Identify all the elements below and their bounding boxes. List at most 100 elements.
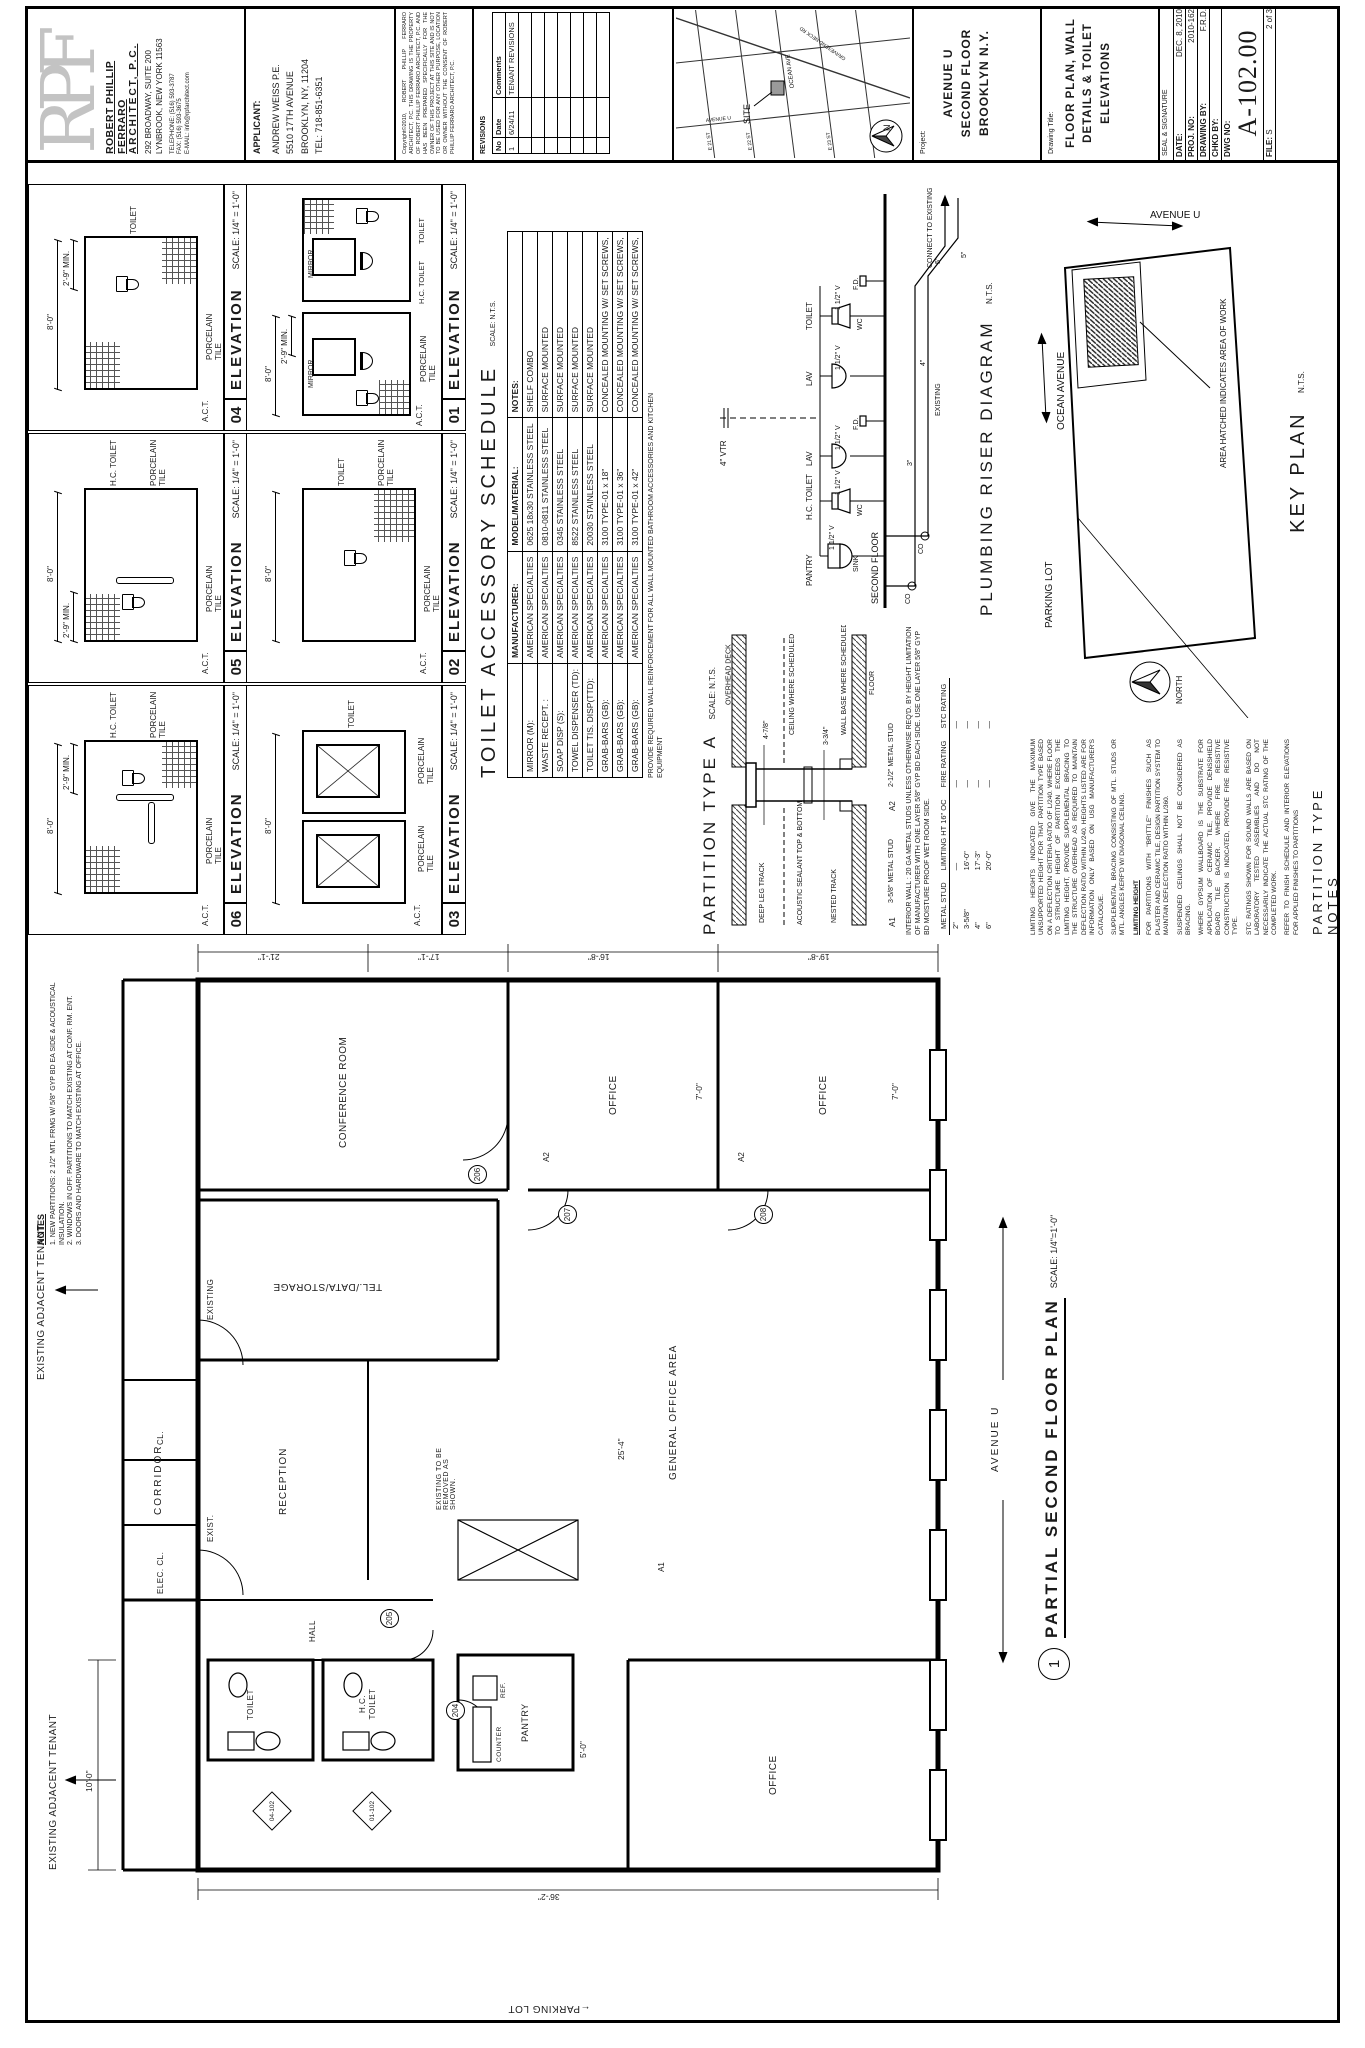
svg-text:4": 4" xyxy=(920,359,927,366)
partition-note-2: SUPPLEMENTAL BRACING CONSISTING OF MTL. … xyxy=(1110,739,1127,935)
svg-text:WALL BASE WHERE SCHEDULED: WALL BASE WHERE SCHEDULED xyxy=(841,625,848,735)
door-tag-208: 208 xyxy=(754,1205,773,1224)
drawnby-label: DRAWING BY: xyxy=(1198,102,1208,157)
elev02-room: TOILET xyxy=(337,458,346,486)
schedule-row: TOWEL DISPENSER (TD):AMERICAN SPECIALTIE… xyxy=(567,231,583,778)
schedule-title: TOILET ACCESSORY SCHEDULE xyxy=(478,364,500,778)
rpf-logo: RPF xyxy=(28,39,112,154)
date-label: DATE: xyxy=(1174,133,1184,157)
svg-text:4-7/8": 4-7/8" xyxy=(763,720,770,739)
partition-note-7: REFER TO FINISH SCHEDULE AND INTERIOR EL… xyxy=(1284,739,1300,935)
architect-addr1: 292 BROADWAY, SUITE 200 xyxy=(144,50,153,154)
avenue-u-label: AVENUE U xyxy=(990,1405,1001,1472)
svg-text:FLOOR: FLOOR xyxy=(869,671,874,695)
elevation-panel-03: 8'-0" A.C.T. PORCELAIN TILE PORCELAIN TI… xyxy=(246,685,466,935)
dim-16-8: 16'-8" xyxy=(588,952,610,962)
file-value: S xyxy=(1264,129,1274,135)
elev06-act: A.C.T. xyxy=(201,904,210,926)
svg-text:F.D.: F.D. xyxy=(853,418,860,431)
key-plan-title: KEY PLAN xyxy=(1287,411,1309,533)
schedule-note: PROVIDE REQUIRED WALL REINFORCEMENT FOR … xyxy=(648,392,664,778)
teldata-label: TEL./DATA/STORAGE xyxy=(273,1281,383,1292)
elevation-panel-04: 8'-0" 2'-9" MIN. A.C.T. PORCELAIN TILE T… xyxy=(28,184,248,431)
elev02-act: A.C.T. xyxy=(419,652,428,674)
col-manufacturer: MANUFACTURER: xyxy=(507,551,523,664)
office2-label: OFFICE xyxy=(608,1075,619,1115)
svg-text:NORTH: NORTH xyxy=(1175,675,1184,704)
removed-note: EXISTING TO BE REMOVED AS SHOWN. xyxy=(436,1447,457,1510)
project-block: Project: AVENUE U SECOND FLOOR BROOKLYN … xyxy=(914,6,1042,160)
copyright-block: Copyright©2010, ROBERT PHILLIP FERRARO A… xyxy=(396,6,474,160)
door-tag-204: 204 xyxy=(446,1701,465,1720)
applicant-block: APPLICANT: ANDREW WEISS P.E. 5510 17TH A… xyxy=(246,6,396,160)
elev01-room2: TOILET xyxy=(417,217,426,244)
svg-text:NESTED TRACK: NESTED TRACK xyxy=(831,869,838,923)
architect-name: ROBERT PHILLIP FERRARO xyxy=(104,60,128,154)
svg-text:3-3/4": 3-3/4" xyxy=(823,726,830,745)
svg-text:AREA HATCHED INDICATES AREA OF: AREA HATCHED INDICATES AREA OF WORK xyxy=(1219,298,1228,468)
elev04-tile: PORCELAIN TILE xyxy=(205,313,223,360)
revisions-col-comments: Comments xyxy=(492,12,506,97)
dim-7-0b: 7'-0" xyxy=(890,1083,900,1100)
project-line3: BROOKLYN N.Y. xyxy=(977,30,991,136)
svg-text:OVERHEAD DECK: OVERHEAD DECK xyxy=(726,644,733,705)
dim-36-2: 36'-2" xyxy=(538,1892,560,1902)
key-plan: OCEAN AVENUE AVENUE U PARKING LOT AREA H… xyxy=(1030,186,1330,719)
architect-phone: TELEPHONE: (516) 593-3787 xyxy=(169,73,176,154)
revision-comment: TENANT REVISIONS xyxy=(505,12,519,97)
elev02-tile: PORCELAIN TILE xyxy=(423,565,441,612)
street-avenue-u: AVENUE U xyxy=(706,115,732,124)
elevation-panel-06: 8'-0" 2'-9" MIN. A.C.T. PORCELAIN TILE P… xyxy=(28,685,248,935)
partition-scale: SCALE: N.T.S. xyxy=(708,667,717,720)
file-label: FILE: xyxy=(1264,137,1274,157)
plan-a2-tag-2: A2 xyxy=(734,1144,749,1170)
svg-text:EXISTING: EXISTING xyxy=(935,383,942,416)
copyright-text: Copyright©2010, ROBERT PHILLIP FERRARO A… xyxy=(402,12,457,154)
svg-text:DEEP LEG TRACK: DEEP LEG TRACK xyxy=(759,862,766,923)
svg-text:AVENUE U: AVENUE U xyxy=(1150,210,1200,221)
svg-text:3": 3" xyxy=(907,459,914,466)
conference-label: CONFERENCE ROOM xyxy=(338,1036,349,1148)
drawing-title-label: Drawing Title: xyxy=(1048,111,1055,154)
drawing-title-line3: ELEVATIONS xyxy=(1099,42,1112,124)
elevation-panel-01: 8'-0" 2'-9" MIN. MIRROR MIRROR A.C.T. PO… xyxy=(246,184,466,431)
counter-label: COUNTER xyxy=(496,1726,503,1762)
svg-text:WC: WC xyxy=(857,504,864,516)
elev06-tile: PORCELAIN TILE xyxy=(205,817,223,864)
dim-10-0: 10'-0" xyxy=(84,1770,94,1792)
elev03-tile: PORCELAIN TILE xyxy=(417,825,435,872)
sheet-count: 2 of 3 xyxy=(1264,9,1274,30)
architect-addr2: LYNBROOK, NEW YORK 11563 xyxy=(154,38,164,154)
project-label: Project: xyxy=(920,130,927,154)
dim-25-4: 25'-4" xyxy=(616,1438,626,1460)
chkdby-label: CHKD BY: xyxy=(1210,118,1220,157)
svg-text:5": 5" xyxy=(961,251,968,258)
office3-label: OFFICE xyxy=(818,1075,829,1115)
partition-type-a: PARTITION TYPE A SCALE: N.T.S. xyxy=(700,623,1015,935)
plan-title-scale: SCALE: 1/4"=1'-0" xyxy=(1048,1214,1059,1289)
project-line1: AVENUE U xyxy=(941,48,955,118)
svg-text:F.D.: F.D. xyxy=(853,278,860,291)
floor-plan-area: PARKING LOT xyxy=(28,938,1335,2020)
projno-label: PROJ. NO: xyxy=(1186,116,1196,157)
keyplan-north-arrow-icon: NORTH xyxy=(1129,661,1184,704)
street-ocean-ave: OCEAN AVE xyxy=(785,54,796,89)
applicant-city: BROOKLYN, NY, 11204 xyxy=(299,58,310,154)
plan-a2-tag: A2 xyxy=(539,1144,554,1170)
dwgno-label: DWG NO: xyxy=(1222,120,1232,157)
plan-note-1: 1. NEW PARTITIONS: 2 1/2" MTL FRMG W/ 5/… xyxy=(49,982,66,1245)
svg-text:1 1/2" V: 1 1/2" V xyxy=(835,470,842,495)
site-map-block: SITE OCEAN AVE AVENUE U E 21 ST E 22 ST … xyxy=(674,6,914,160)
plan-title-bar: 1 PARTIAL SECOND FLOOR PLAN SCALE: 1/4"=… xyxy=(1038,1215,1070,1680)
elev05-act: A.C.T. xyxy=(201,652,210,674)
seal-info-block: SEAL & SIGNATURE DATE:DEC. 8, 2010 PROJ.… xyxy=(1160,6,1330,160)
elev05-room: H.C. TOILET xyxy=(109,440,118,486)
stud-table: METAL STUD LIMITING HT 16" OC FIRE RATIN… xyxy=(938,677,994,935)
plan-title-number: 1 xyxy=(1038,1648,1070,1680)
ref-label: REF. xyxy=(500,1681,507,1698)
